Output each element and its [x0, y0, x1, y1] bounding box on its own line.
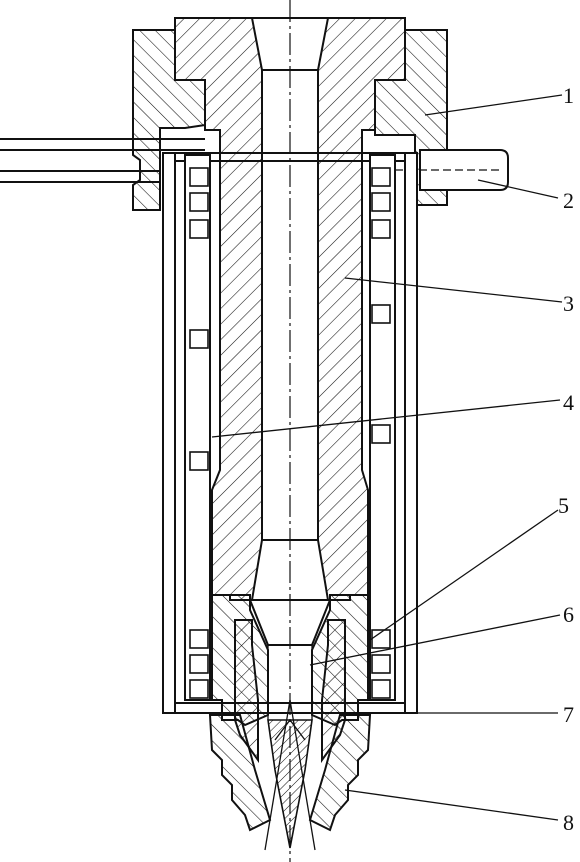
- label-8: 8: [563, 810, 574, 835]
- label-2: 2: [563, 188, 574, 213]
- part-labels: 1 2 3 4 5 6 7 8: [558, 83, 574, 835]
- side-pin: [395, 149, 509, 191]
- label-1: 1: [563, 83, 574, 108]
- sleeve-slots: [189, 167, 391, 699]
- inlet-pipes: [0, 138, 205, 183]
- leader-lines: [211, 94, 563, 821]
- nozzle-cap: [208, 714, 372, 832]
- label-5: 5: [558, 493, 569, 518]
- label-4: 4: [563, 390, 574, 415]
- tungsten-tip: [264, 699, 316, 851]
- label-3: 3: [563, 291, 574, 316]
- label-7: 7: [563, 702, 574, 727]
- label-6: 6: [563, 602, 574, 627]
